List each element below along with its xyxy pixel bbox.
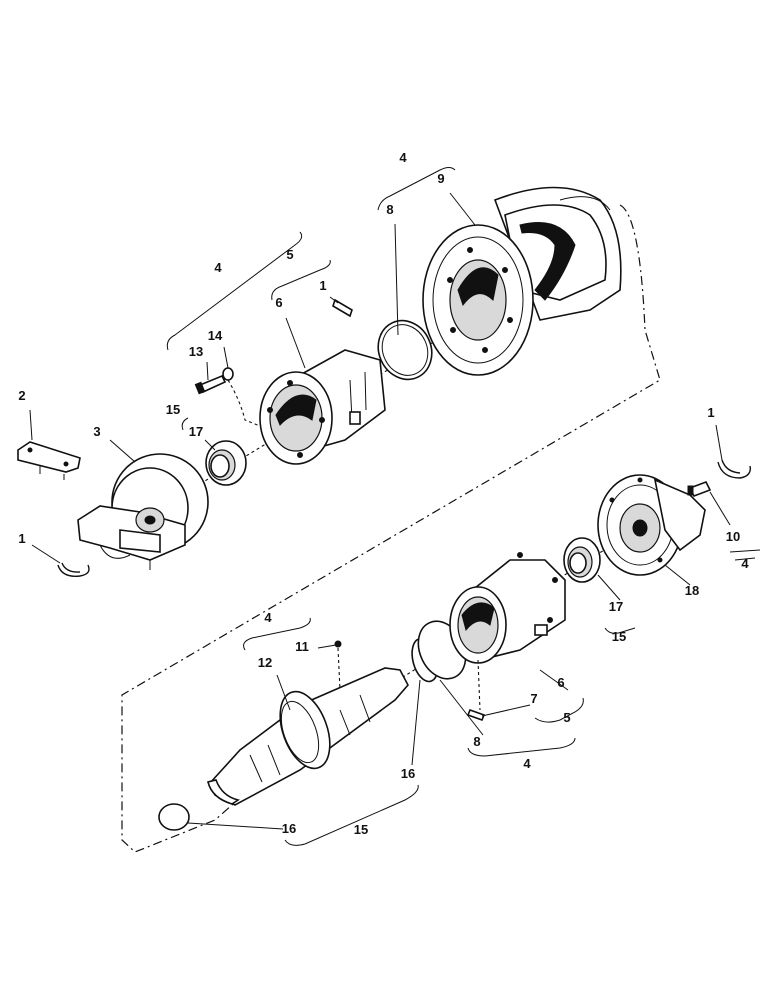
part-3-housing xyxy=(77,453,209,570)
part-18-housing xyxy=(597,474,706,576)
callout-c6a: 6 xyxy=(275,295,282,310)
callout-c15a: 15 xyxy=(166,402,180,417)
callout-c15b: 15 xyxy=(612,629,626,644)
callout-c12: 12 xyxy=(258,655,272,670)
part-1-lock-ring-right xyxy=(717,459,751,479)
callout-c9: 9 xyxy=(437,171,444,186)
leader-lines xyxy=(29,167,761,846)
part-2-plate xyxy=(17,441,81,480)
callout-c11: 11 xyxy=(295,639,309,654)
callout-labels: 1112344444556678891011121314151515161617… xyxy=(18,150,749,837)
callout-c1a: 1 xyxy=(18,531,25,546)
callout-c7: 7 xyxy=(530,691,537,706)
callout-c10: 10 xyxy=(726,529,740,544)
callout-c14: 14 xyxy=(208,328,223,343)
callout-c4b: 4 xyxy=(399,150,407,165)
callout-c16a: 16 xyxy=(401,766,415,781)
part-1-lock-ring-left xyxy=(57,562,90,577)
bolt-leader-dashed xyxy=(227,379,271,431)
callout-c17b: 17 xyxy=(609,599,623,614)
part-14-washer xyxy=(222,367,234,381)
callout-c4c: 4 xyxy=(264,610,272,625)
callout-c13: 13 xyxy=(189,344,203,359)
part-1-lock-pin-top xyxy=(332,298,353,318)
callout-c4e: 4 xyxy=(741,556,749,571)
callout-c6b: 6 xyxy=(557,675,564,690)
assembly-boundary xyxy=(121,204,661,853)
part-8-o-ring-upper xyxy=(377,319,433,381)
callout-c8a: 8 xyxy=(386,202,393,217)
callout-c1c: 1 xyxy=(707,405,714,420)
part-10-plug xyxy=(687,480,712,498)
callout-c5a: 5 xyxy=(286,247,293,262)
part-8-o-ring-upper-inner xyxy=(381,324,429,376)
callout-c2: 2 xyxy=(18,388,25,403)
part-12-shaft xyxy=(207,640,409,806)
callout-c18: 18 xyxy=(685,583,699,598)
callout-c3: 3 xyxy=(93,424,100,439)
part-9-roller xyxy=(422,186,622,376)
callout-c1b: 1 xyxy=(319,278,326,293)
callout-c4a: 4 xyxy=(214,260,222,275)
part-6-collar-upper xyxy=(259,349,386,465)
part-13-bolt xyxy=(194,374,227,395)
callout-c8b: 8 xyxy=(473,734,480,749)
callout-c15c: 15 xyxy=(354,822,368,837)
part-17-seal-right xyxy=(563,537,601,583)
part-6-collar-lower xyxy=(449,552,566,722)
callout-c17a: 17 xyxy=(189,424,203,439)
callout-c5b: 5 xyxy=(563,710,570,725)
part-16-o-ring-small xyxy=(158,803,190,831)
callout-c16b: 16 xyxy=(282,821,296,836)
part-17-seal-left xyxy=(205,440,247,486)
callout-c4d: 4 xyxy=(523,756,531,771)
